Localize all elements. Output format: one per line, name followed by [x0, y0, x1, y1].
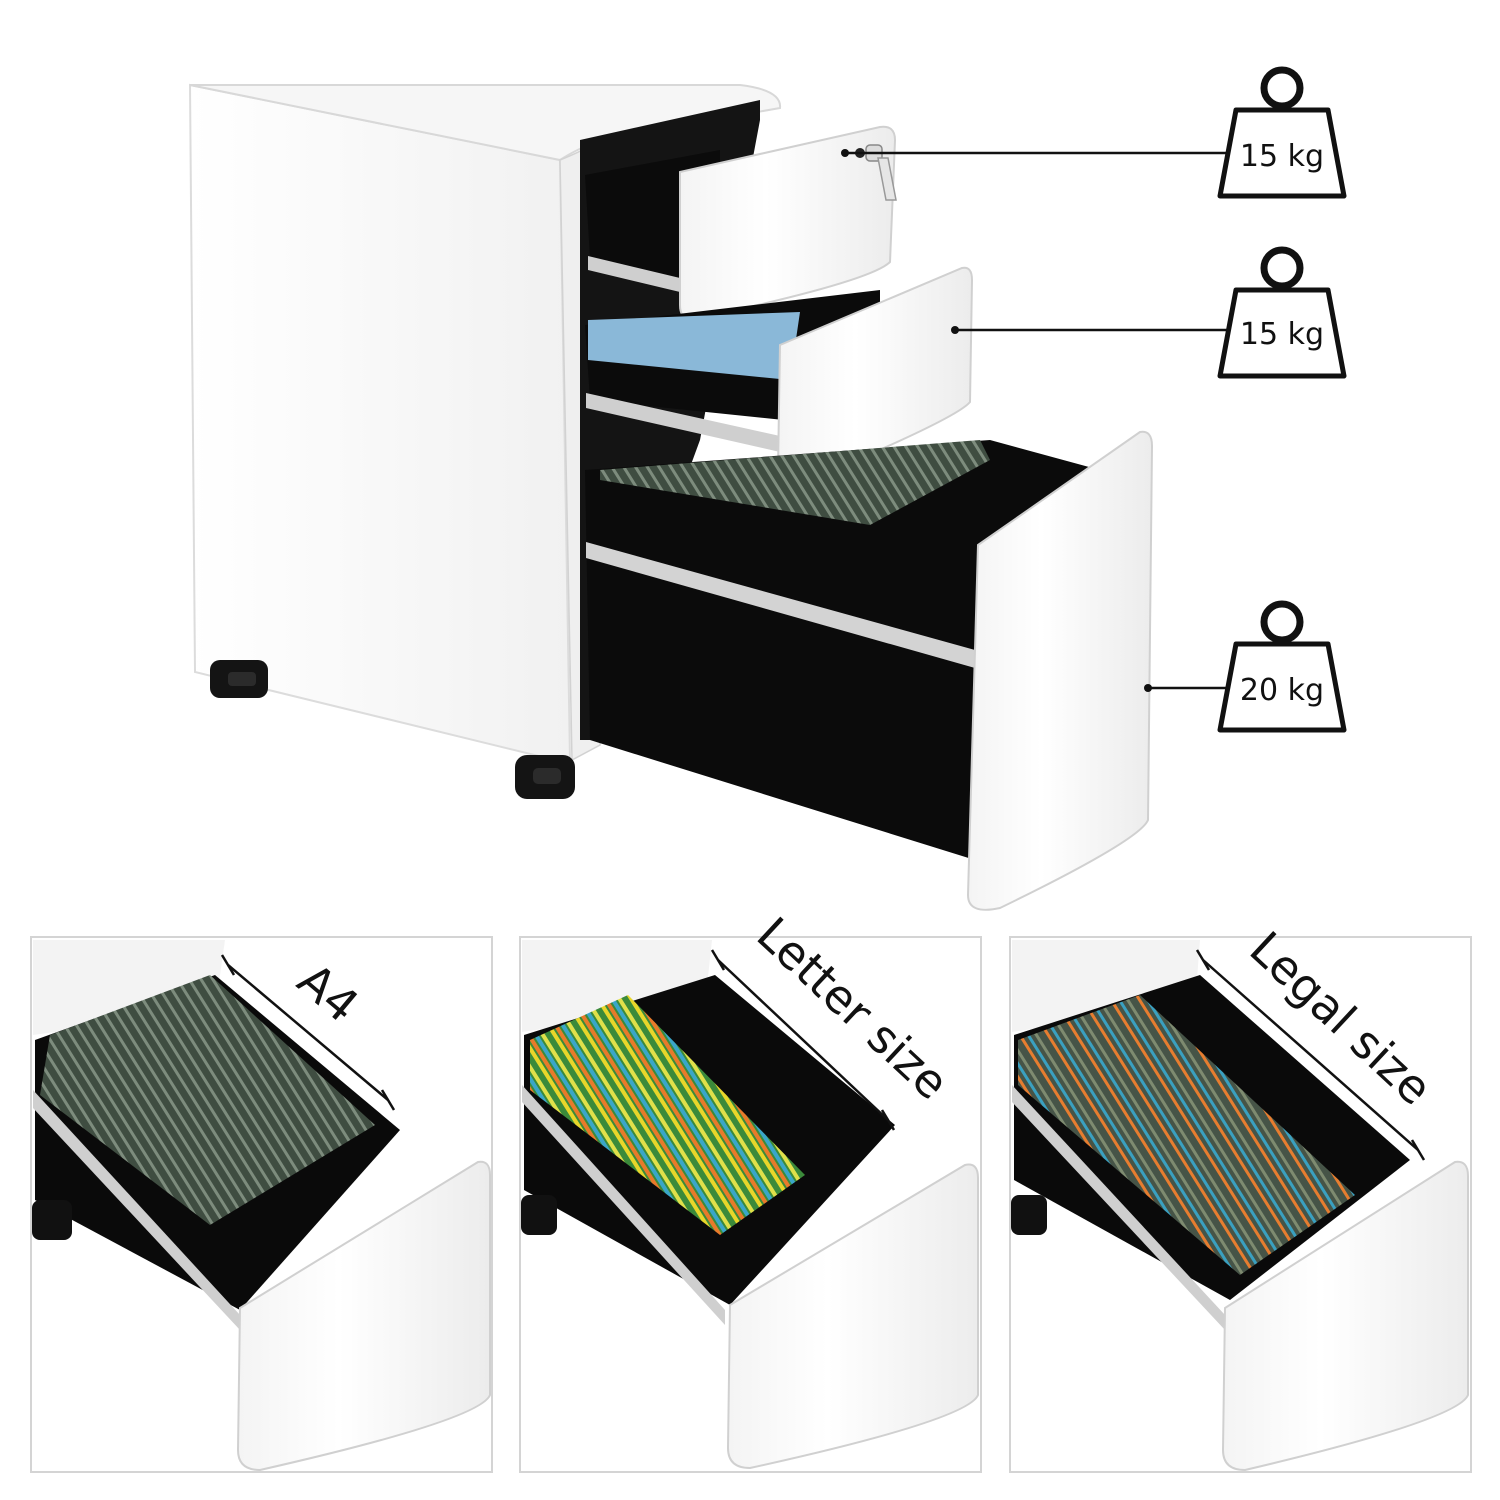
drawer-middle-rail: [586, 393, 780, 452]
drawer-front: [726, 1163, 979, 1470]
hanging-folder-icon: [40, 975, 375, 1225]
weight-callout-bottom: 20 kg: [1144, 604, 1344, 730]
panel-letter: Letter size: [519, 907, 982, 1473]
weight-icon: 15 kg: [1220, 70, 1344, 196]
weight-label-top: 15 kg: [1240, 139, 1324, 174]
hanging-folder-icon: [600, 440, 990, 525]
caster-wheel-icon: [210, 660, 268, 698]
drawer-bottom-front: [966, 430, 1154, 911]
weight-callout-top: 15 kg: [841, 70, 1344, 196]
drawer-middle-files: [588, 312, 800, 380]
caster-wheel-icon: [32, 1200, 72, 1240]
dimension-line-a4: [220, 954, 396, 1111]
weight-icon: 20 kg: [1220, 604, 1344, 730]
panel-legal: Legal size: [1009, 921, 1472, 1473]
drawer-top-rail: [588, 256, 680, 292]
drawer-top[interactable]: [585, 125, 897, 322]
panel-a4: A4: [30, 936, 493, 1473]
drawer-middle[interactable]: [585, 266, 974, 490]
hanging-folder-icon: [1018, 995, 1355, 1275]
drawer-bottom[interactable]: [585, 430, 1154, 911]
caster-wheel-icon: [1011, 1195, 1047, 1235]
dimension-line-legal: [1195, 949, 1426, 1161]
caster-wheel-icon: [515, 755, 575, 799]
weight-label-middle: 15 kg: [1240, 317, 1324, 352]
drawer-front: [1221, 1160, 1469, 1472]
weight-label-bottom: 20 kg: [1240, 673, 1324, 708]
drawer-rail: [33, 1090, 240, 1330]
drawer-rail: [1012, 1085, 1225, 1330]
drawer-bottom-rail: [586, 542, 975, 668]
hanging-folder-icon: [530, 995, 805, 1235]
caster-wheel-icon: [521, 1195, 557, 1235]
weight-callout-middle: 15 kg: [951, 250, 1344, 376]
dimension-line-letter: [710, 949, 896, 1131]
cabinet-side-panel: [188, 83, 572, 761]
drawer-front: [236, 1160, 491, 1472]
weight-icon: 15 kg: [1220, 250, 1344, 376]
drawer-rail: [522, 1085, 725, 1325]
